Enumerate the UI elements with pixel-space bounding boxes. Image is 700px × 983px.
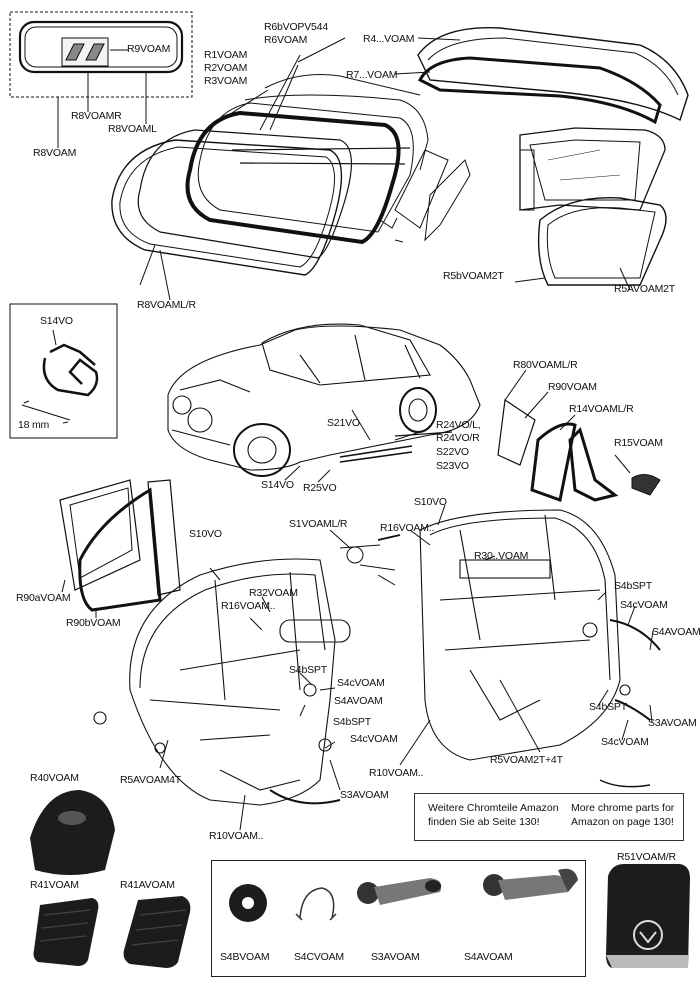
label-s4cvoam: S4CVOAM [294, 951, 344, 963]
note-en-line1: More chrome parts for [571, 802, 675, 814]
label-r8voamr: R8VOAMR [71, 110, 122, 122]
label-r25vo: R25VO [303, 482, 337, 494]
label-r40voam: R40VOAM [30, 772, 79, 784]
label-r6voam: R6VOAM [264, 34, 308, 46]
label-r5bvoam2t: R5bVOAM2T [443, 270, 504, 282]
label-s21vo: S21VO [327, 417, 360, 429]
note-en-line2: Amazon on page 130! [571, 816, 674, 828]
note-de-line2: finden Sie ab Seite 130! [428, 816, 540, 828]
label-r30voam: R30..VOAM [474, 550, 529, 562]
hardware-detail-box [211, 860, 586, 977]
label-r10voam-left: R10VOAM.. [209, 830, 264, 842]
label-r9voam: R9VOAM [127, 43, 171, 55]
label-s4avoam: S4AVOAM [464, 951, 513, 963]
mud-flap-r51-icon [606, 864, 690, 968]
spring-s4c-icon [295, 887, 337, 921]
label-r16voam-right: R16VOAM.. [380, 522, 435, 534]
label-r24vol: R24VO/L, [436, 419, 481, 431]
rear-door-assembly-icon [93, 558, 351, 806]
rear-door-glass-icon [59, 479, 141, 591]
label-s14vo: S14VO [261, 479, 294, 491]
label-s4bspt-right2: S4bSPT [589, 701, 627, 713]
label-r8voaml: R8VOAML [108, 123, 157, 135]
label-s4bvoam: S4BVOAM [220, 951, 270, 963]
clip-detail-box [9, 303, 118, 439]
label-s4cvoam-right2: S4cVOAM [601, 736, 649, 748]
label-s4bspt-right1: S4bSPT [614, 580, 652, 592]
pedal-pad-r40-icon [30, 790, 115, 875]
label-r32voam: R32VOAM [249, 587, 298, 599]
label-r3voam: R3VOAM [204, 75, 248, 87]
window-crank-s3a-icon [357, 878, 442, 905]
label-18mm: 18 mm [18, 419, 50, 431]
label-s4cvoam-mid1: S4cVOAM [337, 677, 385, 689]
note-english: More chrome parts for Amazon on page 130… [571, 801, 674, 829]
note-de-line1: Weitere Chromteile Amazon [428, 802, 559, 814]
a-pillar-trim-icon [394, 149, 471, 242]
label-s1voamlr: S1VOAML/R [289, 518, 348, 530]
label-r90bvoam: R90bVOAM [66, 617, 121, 629]
label-group-r1-r3: R1VOAM R2VOAM R3VOAM [204, 49, 247, 88]
label-s3avoam-mid: S3AVOAM [340, 789, 389, 801]
label-r4voam: R4...VOAM [363, 33, 415, 45]
windshield-glass-icon [111, 129, 353, 276]
label-r7voam: R7...VOAM [346, 69, 398, 81]
door-handle-s4a-icon [483, 868, 578, 900]
label-r90voam: R90VOAM [548, 381, 597, 393]
front-door-assembly-icon [419, 509, 661, 788]
mirror-dashed-box [9, 11, 193, 98]
label-r10voam-right: R10VOAM.. [369, 767, 424, 779]
label-s4bspt-mid2: S4bSPT [333, 716, 371, 728]
label-r6bvopv544: R6bVOPV544 [264, 21, 328, 33]
label-r8voamlr: R8VOAML/R [137, 299, 196, 311]
label-s4avoam-right1: S4AVOAM [652, 626, 700, 638]
label-r51voamr: R51VOAM/R [617, 851, 676, 863]
label-r90avoam: R90aVOAM [16, 592, 71, 604]
label-r14voamlr: R14VOAML/R [569, 403, 634, 415]
rear-vent-window-icon [497, 398, 661, 502]
chrome-parts-note: Weitere Chromteile Amazon finden Sie ab … [414, 793, 684, 841]
label-r5avoam4t: R5AVOAM4T [120, 774, 182, 786]
label-s3avoam: S3AVOAM [371, 951, 420, 963]
label-r5voam2t4t: R5VOAM2T+4T [490, 754, 563, 766]
label-s4avoam-mid: S4AVOAM [334, 695, 383, 707]
label-s10vo-right: S10VO [414, 496, 447, 508]
pedal-pad-r41-icon [33, 898, 99, 966]
note-german: Weitere Chromteile Amazon finden Sie ab … [428, 801, 559, 829]
label-s10vo-left: S10VO [189, 528, 222, 540]
label-s3avoam-right: S3AVOAM [648, 717, 697, 729]
label-r5avoam2t: R5AVOAM2T [614, 283, 676, 295]
label-s4cvoam-right1: S4cVOAM [620, 599, 668, 611]
pedal-pad-r41a-icon [123, 896, 191, 968]
label-r15voam: R15VOAM [614, 437, 663, 449]
label-s4cvoam-mid2: S4cVOAM [350, 733, 398, 745]
label-r2voam: R2VOAM [204, 62, 248, 74]
label-r41avoam: R41AVOAM [120, 879, 175, 891]
windshield-seal-icon [185, 74, 429, 245]
label-group-r24: R24VO/L, R24VO/R [436, 419, 481, 445]
door-handle-lock-icon [339, 534, 401, 586]
washer-s4b-icon [229, 884, 267, 922]
label-r1voam: R1VOAM [204, 49, 248, 61]
rear-window-seal-icon [417, 27, 689, 125]
rear-mirror-seal-icon [18, 20, 184, 74]
label-s22vo: S22VO [436, 446, 469, 458]
car-body-icon [167, 323, 481, 477]
quarter-window-glass-icon [537, 196, 667, 286]
label-s14vo-box: S14VO [40, 315, 73, 327]
label-r41voam: R41VOAM [30, 879, 79, 891]
label-r8voam: R8VOAM [33, 147, 77, 159]
rear-door-seal-icon [78, 479, 181, 612]
clip-s14vo-icon [42, 343, 99, 397]
label-r24vor: R24VO/R [436, 432, 480, 444]
label-s4bspt-mid1: S4bSPT [289, 664, 327, 676]
label-r80voamlr: R80VOAML/R [513, 359, 578, 371]
label-s23vo: S23VO [436, 460, 469, 472]
vent-window-frame-icon [519, 127, 666, 211]
label-group-r6: R6bVOPV544 R6VOAM [264, 21, 328, 47]
label-r16voam-left: R16VOAM.. [221, 600, 276, 612]
